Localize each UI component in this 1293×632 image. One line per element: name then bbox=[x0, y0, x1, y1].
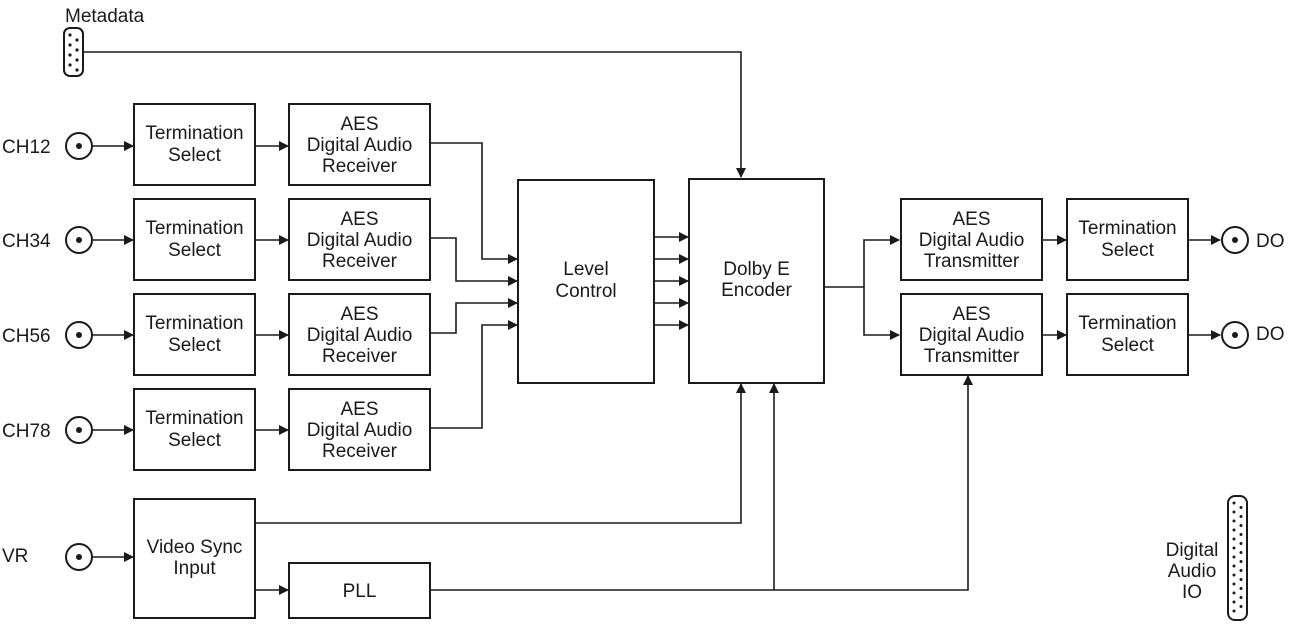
digital-audio-io-label: Audio bbox=[1168, 561, 1217, 582]
svg-text:Select: Select bbox=[168, 335, 222, 356]
svg-text:Termination: Termination bbox=[145, 408, 243, 429]
input-label-ch12: CH12 bbox=[2, 137, 51, 158]
aes-receiver-block-ch12: AES Digital Audio Receiver bbox=[288, 103, 431, 186]
svg-text:Digital Audio: Digital Audio bbox=[307, 325, 413, 346]
output-label-do-2: DO bbox=[1256, 324, 1285, 345]
digital-audio-io-label: IO bbox=[1182, 582, 1202, 603]
svg-text:Receiver: Receiver bbox=[322, 346, 398, 367]
dolby-e-encoder-block: Dolby E Encoder bbox=[688, 178, 825, 384]
svg-text:AES: AES bbox=[340, 399, 378, 420]
svg-text:Termination: Termination bbox=[1078, 313, 1176, 334]
aes-receiver-block-ch56: AES Digital Audio Receiver bbox=[288, 293, 431, 376]
bnc-connector-icon bbox=[1221, 321, 1249, 349]
bnc-connector-icon bbox=[1221, 226, 1249, 254]
svg-text:Dolby E: Dolby E bbox=[723, 259, 790, 280]
svg-text:AES: AES bbox=[952, 209, 990, 230]
svg-text:Termination: Termination bbox=[145, 313, 243, 334]
svg-text:Encoder: Encoder bbox=[721, 280, 792, 301]
svg-text:AES: AES bbox=[340, 114, 378, 135]
termination-select-block-ch12: Termination Select bbox=[133, 103, 256, 186]
video-sync-input-block: Video Sync Input bbox=[133, 498, 256, 619]
input-label-vr: VR bbox=[2, 546, 28, 567]
svg-text:Select: Select bbox=[1101, 335, 1155, 356]
aes-transmitter-block-1: AES Digital Audio Transmitter bbox=[900, 198, 1043, 281]
svg-text:PLL: PLL bbox=[343, 581, 377, 602]
metadata-wire bbox=[83, 51, 746, 178]
svg-text:Receiver: Receiver bbox=[322, 441, 398, 462]
svg-text:Termination: Termination bbox=[1078, 218, 1176, 239]
termination-select-block-out-1: Termination Select bbox=[1066, 198, 1189, 281]
svg-text:AES: AES bbox=[340, 304, 378, 325]
svg-text:Transmitter: Transmitter bbox=[924, 346, 1020, 367]
input-label-ch78: CH78 bbox=[2, 421, 51, 442]
svg-text:Digital Audio: Digital Audio bbox=[307, 230, 413, 251]
metadata-label: Metadata bbox=[65, 6, 145, 27]
termination-select-block-out-2: Termination Select bbox=[1066, 293, 1189, 376]
svg-text:Control: Control bbox=[555, 281, 616, 302]
bnc-connector-icon bbox=[65, 416, 93, 444]
svg-text:Digital Audio: Digital Audio bbox=[307, 420, 413, 441]
svg-text:Termination: Termination bbox=[145, 218, 243, 239]
svg-text:Level: Level bbox=[563, 259, 608, 280]
svg-text:Select: Select bbox=[168, 240, 222, 261]
bnc-connector-icon bbox=[65, 226, 93, 254]
bnc-connector-icon bbox=[65, 321, 93, 349]
svg-text:Video Sync: Video Sync bbox=[147, 537, 243, 558]
termination-select-block-ch56: Termination Select bbox=[133, 293, 256, 376]
digital-audio-io-label: Digital bbox=[1166, 540, 1219, 561]
input-label-ch34: CH34 bbox=[2, 231, 51, 252]
svg-text:Input: Input bbox=[173, 558, 216, 579]
aes-receiver-block-ch34: AES Digital Audio Receiver bbox=[288, 198, 431, 281]
aes-transmitter-block-2: AES Digital Audio Transmitter bbox=[900, 293, 1043, 376]
svg-text:Digital Audio: Digital Audio bbox=[307, 135, 413, 156]
svg-text:Select: Select bbox=[168, 430, 222, 451]
bnc-connector-icon bbox=[65, 543, 93, 571]
output-label-do-1: DO bbox=[1256, 231, 1285, 252]
svg-text:AES: AES bbox=[952, 304, 990, 325]
pll-block: PLL bbox=[288, 562, 431, 619]
bnc-connector-icon bbox=[65, 132, 93, 160]
svg-text:Transmitter: Transmitter bbox=[924, 251, 1020, 272]
svg-text:Termination: Termination bbox=[145, 123, 243, 144]
metadata-db9-connector-icon bbox=[63, 27, 84, 77]
svg-text:Select: Select bbox=[1101, 240, 1155, 261]
svg-text:Digital Audio: Digital Audio bbox=[919, 230, 1025, 251]
level-control-block: Level Control bbox=[517, 179, 655, 384]
svg-text:Receiver: Receiver bbox=[322, 251, 398, 272]
input-label-ch56: CH56 bbox=[2, 326, 51, 347]
svg-text:Receiver: Receiver bbox=[322, 156, 398, 177]
svg-text:AES: AES bbox=[340, 209, 378, 230]
digital-audio-db-connector-icon bbox=[1227, 495, 1248, 621]
svg-text:Digital Audio: Digital Audio bbox=[919, 325, 1025, 346]
termination-select-block-ch34: Termination Select bbox=[133, 198, 256, 281]
termination-select-block-ch78: Termination Select bbox=[133, 388, 256, 471]
svg-text:Select: Select bbox=[168, 145, 222, 166]
aes-receiver-block-ch78: AES Digital Audio Receiver bbox=[288, 388, 431, 471]
